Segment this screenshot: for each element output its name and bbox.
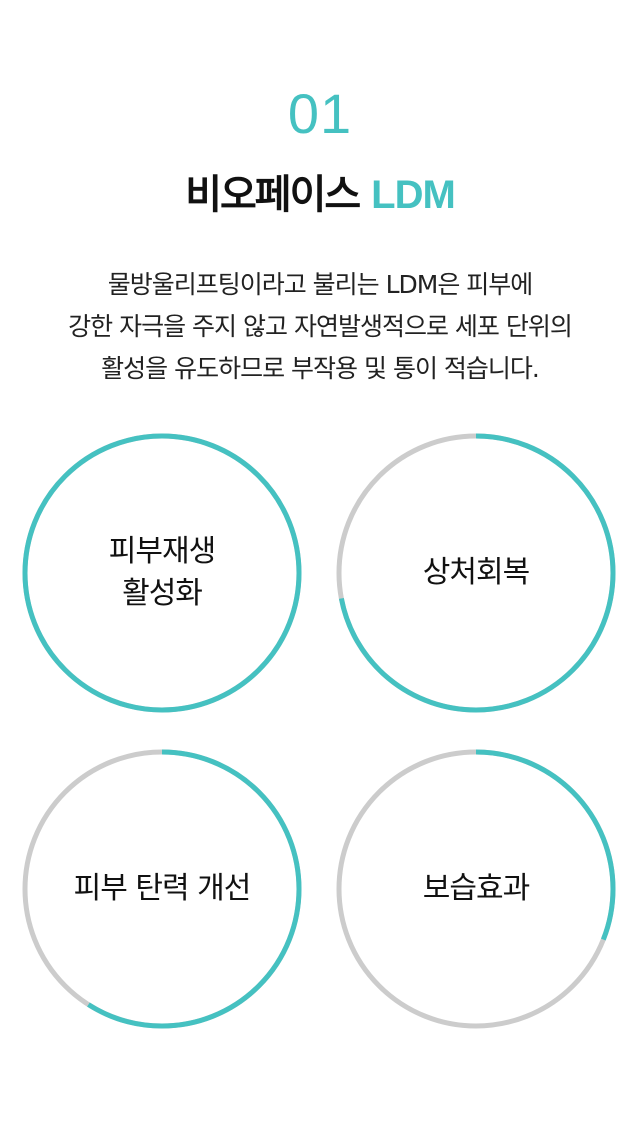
progress-ring [22,433,302,713]
description-line: 활성을 유도하므로 부작용 및 통이 적습니다. [101,354,540,383]
title-accent: LDM [371,173,456,217]
ring-progress [336,433,616,713]
ring-progress [22,433,302,713]
benefit-label-line: 상처회복 [422,555,530,590]
section-number: 01 [287,82,353,145]
benefit-label: 상처회복 [336,433,616,713]
benefit-label: 피부재생 활성화 [22,433,302,713]
benefit-label-line: 피부재생 [108,534,216,569]
ring-progress [336,749,616,1029]
page-title: 비오페이스 LDM [0,168,640,222]
progress-ring [336,433,616,713]
benefit-label: 보습효과 [336,749,616,1029]
description: 물방울리프팅이라고 불리는 LDM은 피부에 강한 자극을 주지 않고 자연발생… [0,264,640,390]
benefit-label: 피부 탄력 개선 [22,749,302,1029]
benefit-label-line: 활성화 [122,576,203,611]
benefit-label-line: 보습효과 [422,871,530,906]
benefit-skin-elasticity: 피부 탄력 개선 [22,749,302,1029]
progress-ring [336,749,616,1029]
title-main: 비오페이스 [185,172,361,218]
benefit-skin-regeneration: 피부재생 활성화 [22,433,302,713]
benefit-label-line: 피부 탄력 개선 [73,871,252,906]
benefit-wound-recovery: 상처회복 [336,433,616,713]
description-line: 강한 자극을 주지 않고 자연발생적으로 세포 단위의 [68,312,573,341]
benefit-moisturizing: 보습효과 [336,749,616,1029]
description-line: 물방울리프팅이라고 불리는 LDM은 피부에 [107,270,534,299]
ring-progress [22,749,302,1029]
progress-ring [22,749,302,1029]
